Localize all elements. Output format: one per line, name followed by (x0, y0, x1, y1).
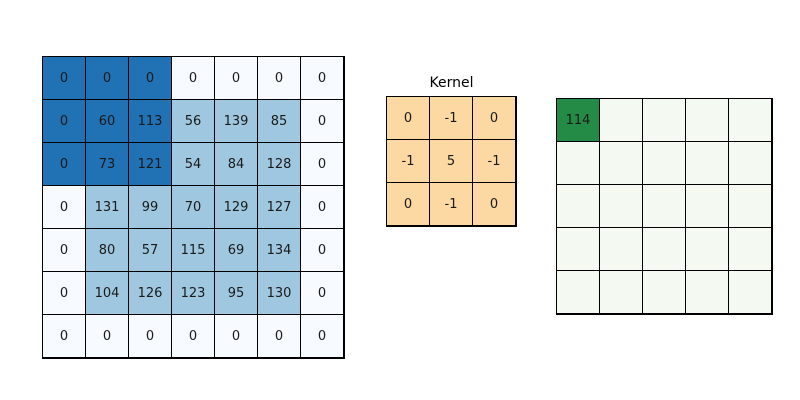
output-matrix: 114 (556, 98, 773, 315)
grid-cell: 0 (301, 272, 344, 315)
grid-cell: 139 (215, 100, 258, 143)
grid-cell: 129 (215, 186, 258, 229)
grid-cell: 80 (86, 229, 129, 272)
grid-cell: 0 (86, 57, 129, 100)
grid-cell: 0 (129, 57, 172, 100)
grid-cell: 0 (473, 183, 516, 226)
grid-cell: 73 (86, 143, 129, 186)
grid-cell: 0 (387, 183, 430, 226)
grid-cell: 0 (43, 229, 86, 272)
grid-cell: -1 (430, 97, 473, 140)
grid-cell (686, 185, 729, 228)
grid-cell (643, 228, 686, 271)
grid-cell: 0 (301, 315, 344, 358)
grid-cell: 128 (258, 143, 301, 186)
grid-cell: 0 (43, 143, 86, 186)
grid-cell (643, 142, 686, 185)
grid-cell: 0 (258, 57, 301, 100)
grid-cell: 56 (172, 100, 215, 143)
grid-cell: 114 (557, 99, 600, 142)
grid-cell: 123 (172, 272, 215, 315)
grid-cell: 134 (258, 229, 301, 272)
grid-cell: 0 (172, 315, 215, 358)
grid-cell: 113 (129, 100, 172, 143)
grid-cell (729, 271, 772, 314)
grid-cell: 95 (215, 272, 258, 315)
grid-cell: 0 (301, 57, 344, 100)
grid-cell: 0 (43, 272, 86, 315)
grid-cell: 0 (301, 143, 344, 186)
grid-cell: 127 (258, 186, 301, 229)
grid-cell: 0 (43, 100, 86, 143)
grid-cell: 84 (215, 143, 258, 186)
grid-cell (600, 271, 643, 314)
grid-cell: 5 (430, 140, 473, 183)
grid-cell: 0 (43, 186, 86, 229)
grid-cell: -1 (473, 140, 516, 183)
grid-cell: 54 (172, 143, 215, 186)
grid-cell (557, 271, 600, 314)
grid-cell: 0 (301, 100, 344, 143)
grid-cell: 69 (215, 229, 258, 272)
grid-cell (686, 99, 729, 142)
grid-cell (643, 185, 686, 228)
grid-cell: 104 (86, 272, 129, 315)
grid-cell (729, 99, 772, 142)
grid-cell (600, 185, 643, 228)
grid-cell: 0 (215, 315, 258, 358)
grid-cell: 121 (129, 143, 172, 186)
grid-cell: 126 (129, 272, 172, 315)
grid-cell: 60 (86, 100, 129, 143)
grid-cell (600, 99, 643, 142)
grid-cell (686, 271, 729, 314)
grid-cell: 0 (301, 186, 344, 229)
grid-cell (643, 99, 686, 142)
grid-cell: 0 (86, 315, 129, 358)
grid-cell: 0 (43, 57, 86, 100)
grid-cell: -1 (430, 183, 473, 226)
grid-cell: 0 (215, 57, 258, 100)
grid-cell: 0 (473, 97, 516, 140)
grid-cell: 0 (129, 315, 172, 358)
grid-cell (729, 228, 772, 271)
grid-cell: 85 (258, 100, 301, 143)
kernel-title: Kernel (429, 75, 474, 91)
grid-cell: 57 (129, 229, 172, 272)
grid-cell (600, 228, 643, 271)
grid-cell: 70 (172, 186, 215, 229)
grid-cell: 0 (258, 315, 301, 358)
grid-cell (686, 142, 729, 185)
grid-cell: 131 (86, 186, 129, 229)
grid-cell (729, 185, 772, 228)
grid-cell: 0 (172, 57, 215, 100)
grid-cell (686, 228, 729, 271)
grid-cell: -1 (387, 140, 430, 183)
grid-cell (600, 142, 643, 185)
grid-cell: 130 (258, 272, 301, 315)
grid-cell (557, 228, 600, 271)
grid-cell (557, 142, 600, 185)
grid-cell: 0 (43, 315, 86, 358)
grid-cell: 0 (387, 97, 430, 140)
grid-cell (643, 271, 686, 314)
grid-cell: 99 (129, 186, 172, 229)
grid-cell (729, 142, 772, 185)
grid-cell: 0 (301, 229, 344, 272)
grid-cell (557, 185, 600, 228)
grid-cell: 115 (172, 229, 215, 272)
